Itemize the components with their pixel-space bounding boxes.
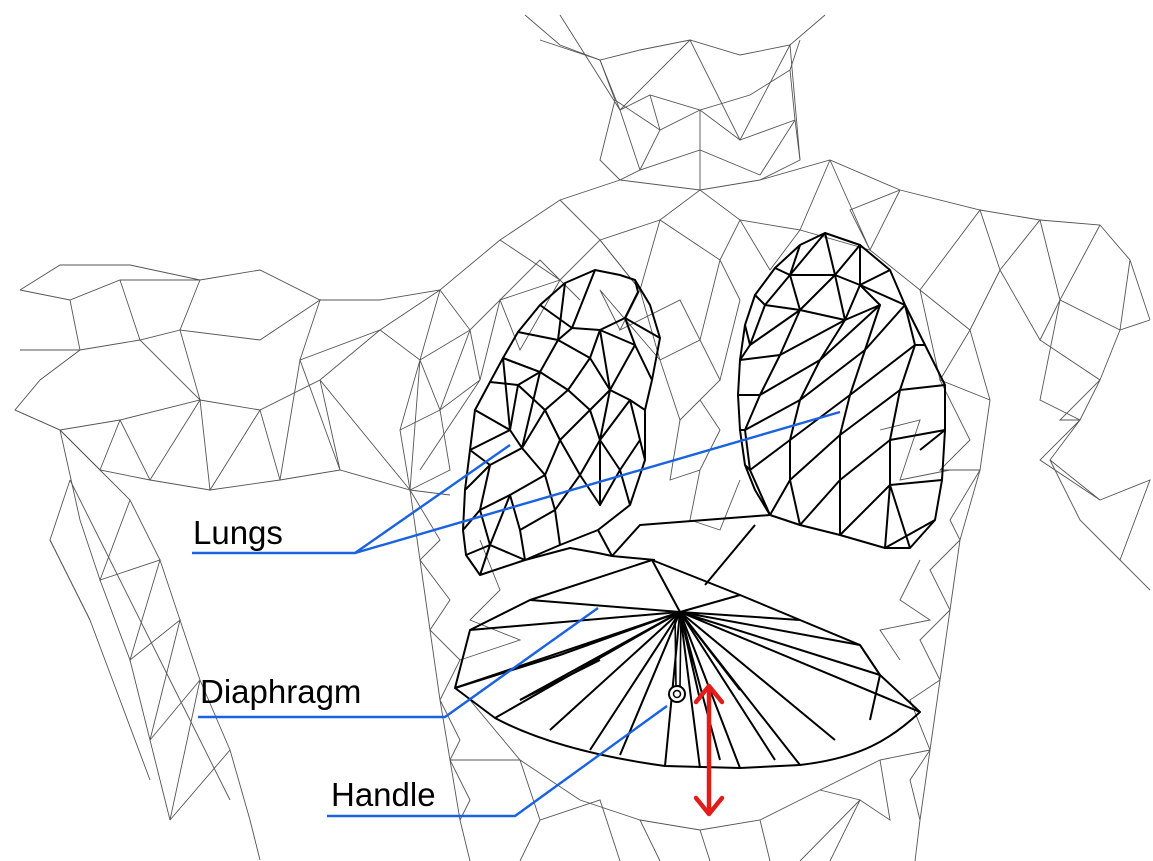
left-lung <box>463 270 660 575</box>
diaphragm-label: Diaphragm <box>200 673 361 710</box>
handle-label: Handle <box>331 776 436 813</box>
mediastinum-lines <box>525 515 770 585</box>
labels: Lungs Diaphragm Handle <box>193 514 436 813</box>
right-lung <box>738 233 945 548</box>
diaphragm <box>455 560 920 768</box>
lungs-label: Lungs <box>193 514 283 551</box>
torso-wireframe-mesh <box>15 15 1150 861</box>
